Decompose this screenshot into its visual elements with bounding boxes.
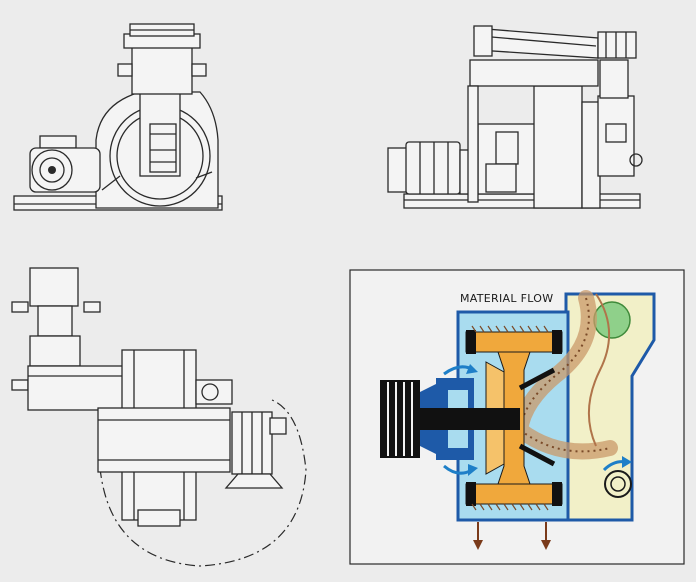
side-view xyxy=(387,25,643,209)
feed-screw-icon xyxy=(604,470,632,498)
side-housing xyxy=(533,85,583,209)
roller-top xyxy=(518,367,556,391)
side-base-frame xyxy=(403,193,641,209)
side-motor xyxy=(405,141,461,195)
side-feeder-support xyxy=(469,59,599,87)
side-feeder-motor xyxy=(597,31,637,59)
top-motor xyxy=(29,267,79,307)
die-top xyxy=(465,331,563,353)
die-bottom xyxy=(465,483,563,505)
front-view xyxy=(13,23,223,211)
front-feeder xyxy=(131,45,193,95)
material-flow-panel xyxy=(349,269,685,565)
drive-pulley xyxy=(380,380,420,458)
roller-bottom xyxy=(518,443,556,467)
material-flow-title: MATERIAL FLOW xyxy=(460,292,554,305)
green-ball-icon xyxy=(593,301,631,339)
main-shaft xyxy=(420,408,520,430)
top-view xyxy=(11,267,307,567)
top-view-swing-radius xyxy=(99,399,307,567)
